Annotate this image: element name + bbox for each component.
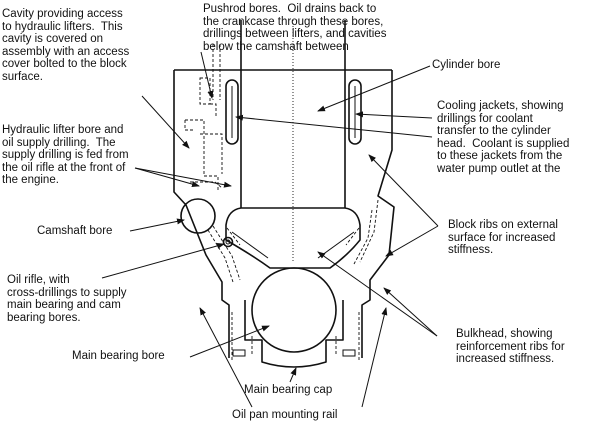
leader-camshaft xyxy=(129,218,185,232)
lifter-cavity xyxy=(184,77,223,190)
oil-rifle xyxy=(222,236,234,248)
leader-ribs-upper xyxy=(368,154,439,227)
leader-pan-rail-right xyxy=(361,307,388,408)
leader-lifter-bore xyxy=(134,167,200,187)
label-lifter-bore: Hydraulic lifter bore and oil supply dri… xyxy=(2,124,129,187)
label-block-ribs: Block ribs on external surface for incre… xyxy=(448,219,558,257)
label-oil-rifle: Oil rifle, with cross-drillings to suppl… xyxy=(7,274,127,324)
cooling-jackets xyxy=(225,79,362,145)
oil-pan-rail xyxy=(231,312,360,360)
label-main-bearing-cap: Main bearing cap xyxy=(244,384,333,396)
main-bearing-bore xyxy=(251,267,337,353)
leader-bulkhead xyxy=(317,251,438,337)
leader-ribs-lower xyxy=(385,225,439,257)
label-camshaft-bore: Camshaft bore xyxy=(37,225,113,237)
label-cavity: Cavity providing access to hydraulic lif… xyxy=(2,8,130,83)
crankcase-cavity xyxy=(225,207,361,269)
label-oil-pan-rail: Oil pan mounting rail xyxy=(232,409,338,421)
leader-bulkhead-2 xyxy=(383,287,438,337)
leader-main-cap xyxy=(289,367,297,383)
leader-lines xyxy=(101,51,439,408)
label-main-bearing-bore: Main bearing bore xyxy=(72,350,165,362)
leader-pan-rail-left xyxy=(199,307,253,408)
block-outline xyxy=(173,20,395,358)
leader-cooling-right xyxy=(355,111,433,119)
leader-oil-rifle xyxy=(101,242,225,279)
bulkhead-ribs xyxy=(207,199,379,283)
leader-main-bearing xyxy=(189,325,270,358)
leader-cylinder-bore xyxy=(317,65,431,112)
camshaft-bore xyxy=(180,198,216,234)
leader-cooling-left xyxy=(235,114,433,138)
leader-cavity xyxy=(141,95,190,149)
label-cooling-jackets: Cooling jackets, showing drillings for c… xyxy=(437,100,570,175)
leader-lifter-drill xyxy=(134,167,232,188)
label-pushrod-bores: Pushrod bores. Oil drains back to the cr… xyxy=(203,3,387,53)
main-bearing-cap xyxy=(232,300,356,368)
label-bulkhead: Bulkhead, showing reinforcement ribs for… xyxy=(456,328,565,366)
label-cylinder-bore: Cylinder bore xyxy=(432,59,501,71)
leader-pushrod xyxy=(200,51,214,99)
